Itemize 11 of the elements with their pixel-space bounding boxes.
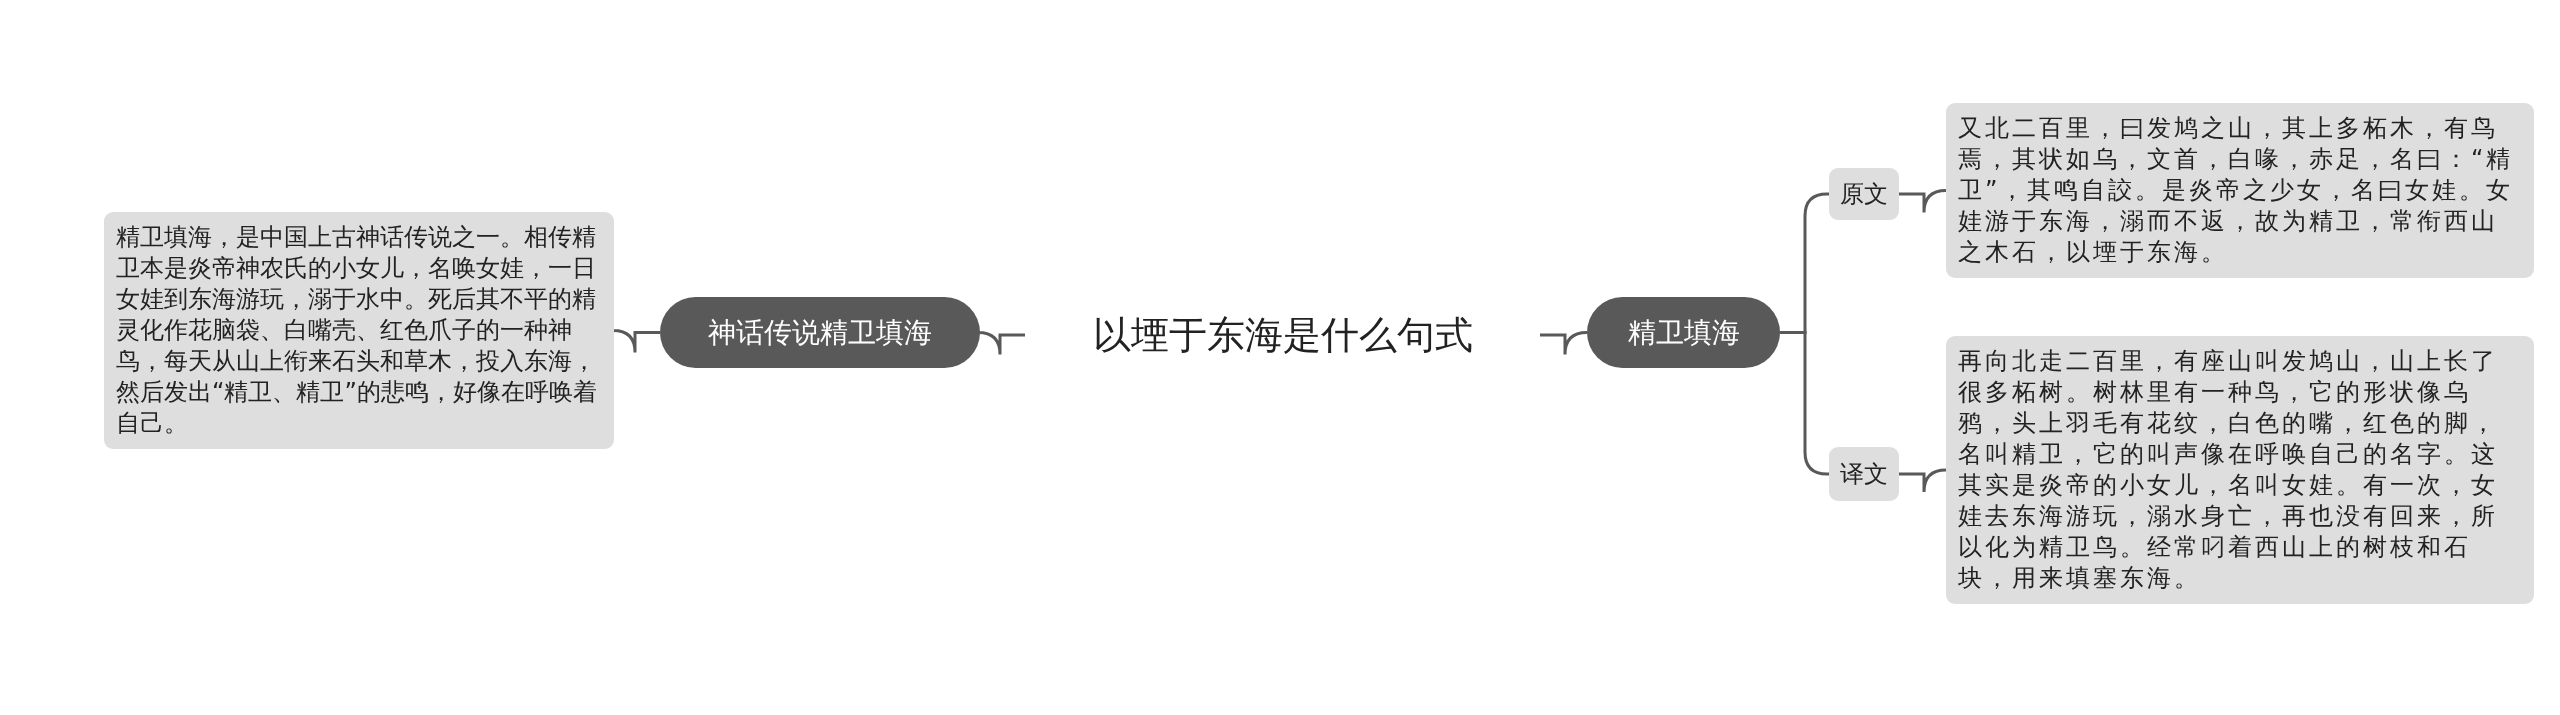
topic-pill: 精卫填海 <box>1587 297 1780 368</box>
connector-line <box>1899 189 1948 214</box>
text-card: 再向北走二百里，有座山叫发鸠山，山上长了很多柘树。树林里有一种鸟，它的形状像乌鸦，头上羽毛有花纹，白色的嘴，红色的脚，名叫精卫，它的叫声像在呼唤自己的名字。这其实是炎帝的小女儿，名叫女娃。有一次，女娃去东海游玩，溺水身亡，再也没有回来，所以化为精卫鸟。经常叼着西山上的树枝和石块，用来填塞东海。 <box>1946 336 2534 604</box>
connector-line <box>1899 468 1948 494</box>
text-card: 又北二百里，曰发鸠之山，其上多柘木，有鸟焉，其状如乌，文首，白喙，赤足，名曰：“精卫”，其鸣自詨。是炎帝之少女，名曰女娃。女娃游于东海，溺而不返，故为精卫，常衔西山之木石，以堙于东海。 <box>1946 103 2534 278</box>
topic-pill: 神话传说精卫填海 <box>660 297 980 368</box>
label-tag: 译文 <box>1829 447 1899 501</box>
central-topic: 以堙于东海是什么句式 <box>1025 300 1540 370</box>
text-card: 精卫填海，是中国上古神话传说之一。相传精卫本是炎帝神农氏的小女儿，名唤女娃，一日女娃到东海游玩，溺于水中。死后其不平的精灵化作花脑袋、白嘴壳、红色爪子的一种神鸟，每天从山上衔来石头和草木，投入东海，然后发出“精卫、精卫”的悲鸣，好像在呼唤着自己。 <box>104 212 614 449</box>
connector-line <box>1540 331 1589 356</box>
label-tag: 原文 <box>1829 168 1899 220</box>
